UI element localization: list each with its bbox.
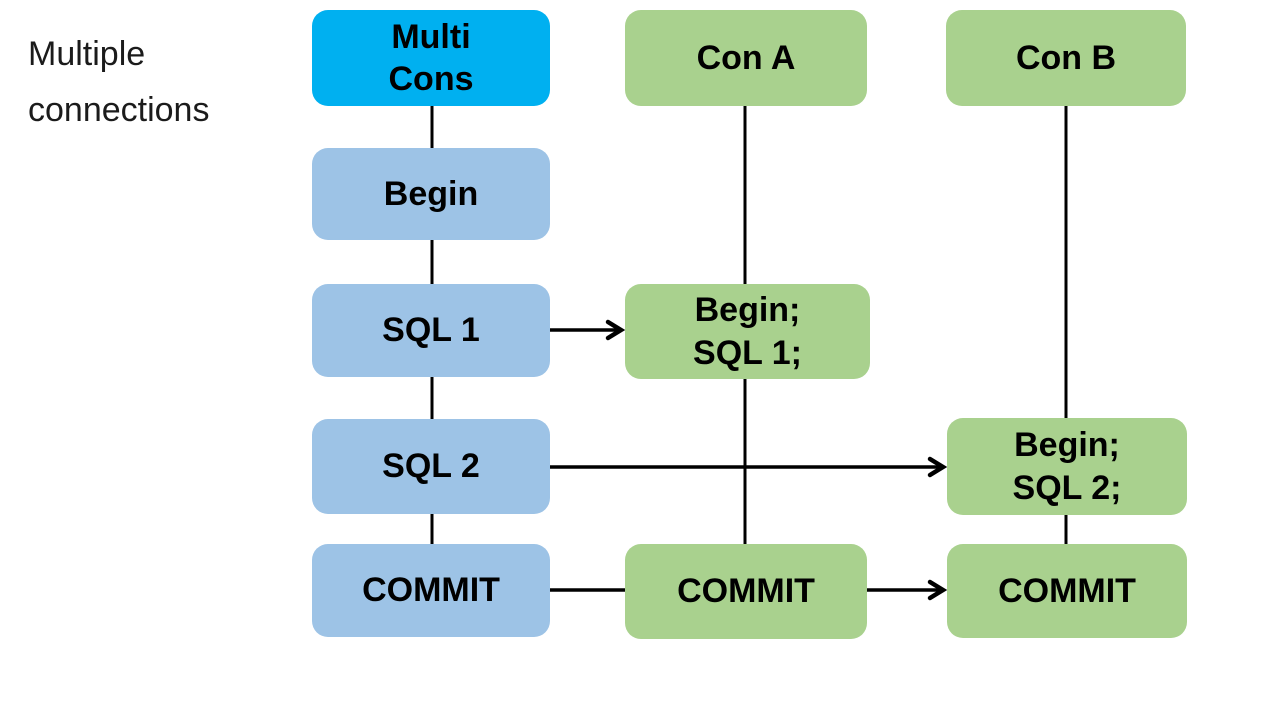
node-commit-b: COMMIT	[947, 544, 1187, 638]
arrowhead-sql1-beginsql1	[605, 319, 626, 341]
node-label: COMMIT	[998, 571, 1136, 610]
node-commit-main: COMMIT	[312, 544, 550, 637]
node-label: Begin;	[694, 291, 801, 330]
node-commit-a: COMMIT	[625, 544, 867, 639]
node-sql2: SQL 2	[312, 419, 550, 514]
node-label: SQL 2	[382, 447, 480, 486]
node-label: Multi	[391, 17, 471, 56]
node-label: SQL 1;	[693, 333, 802, 372]
node-con-a: Con A	[625, 10, 867, 106]
node-begin: Begin	[312, 148, 550, 240]
node-label: Begin	[383, 174, 479, 213]
node-label: Con B	[1015, 38, 1117, 77]
arrowhead-sql2-beginsql2	[927, 456, 948, 478]
node-begin-sql1: Begin; SQL 1;	[625, 284, 870, 379]
node-label: COMMIT	[362, 571, 500, 610]
node-label: Con A	[696, 38, 796, 77]
node-label: SQL 2;	[1012, 468, 1122, 507]
node-label: SQL 1	[382, 311, 480, 350]
node-begin-sql2: Begin; SQL 2;	[947, 418, 1187, 515]
node-con-b: Con B	[946, 10, 1186, 106]
arrowhead-commita-commitb	[927, 579, 948, 601]
node-label: Cons	[388, 60, 474, 98]
node-sql1: SQL 1	[312, 284, 550, 377]
node-multi-cons: Multi Cons	[312, 10, 550, 106]
node-label: Begin;	[1014, 426, 1120, 465]
node-label: COMMIT	[677, 572, 815, 611]
page-title: Multiple connections	[28, 35, 210, 130]
